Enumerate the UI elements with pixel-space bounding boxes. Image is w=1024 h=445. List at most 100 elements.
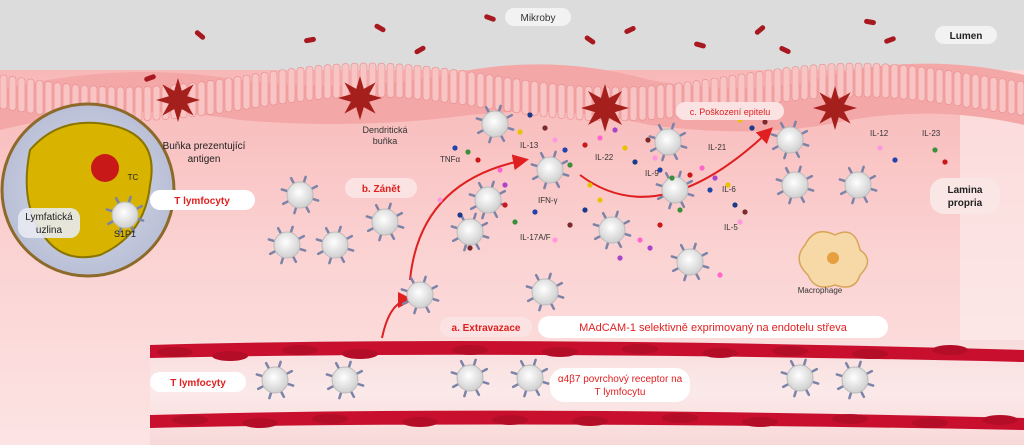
- epithelial-cell: [0, 74, 8, 110]
- t-cell-receptor: [810, 367, 819, 374]
- epithelial-cell: [404, 64, 413, 99]
- epithelial-cell: [134, 86, 143, 122]
- dendritic-cell: [813, 86, 857, 130]
- t-cell-body: [286, 181, 314, 209]
- epithelial-cell: [782, 67, 791, 102]
- t-cell-receptor: [686, 192, 695, 197]
- red-blood-cell: [312, 414, 348, 424]
- t-cell-body: [273, 231, 301, 259]
- microbe: [484, 14, 496, 22]
- t-cell-body: [654, 128, 682, 156]
- cytokine-dot: [567, 222, 573, 228]
- epithelial-cell: [935, 68, 944, 104]
- t-cell-receptor: [324, 226, 331, 235]
- microbe: [414, 45, 426, 55]
- t-cell: [400, 275, 440, 315]
- t-cell-receptor: [792, 120, 797, 129]
- t-cell-body: [481, 110, 509, 138]
- cytokine-dot: [562, 147, 568, 153]
- t-cell-receptor: [345, 234, 354, 241]
- cytokine-dot: [587, 182, 593, 188]
- red-blood-cell: [342, 349, 378, 359]
- poskozeni-pill: [676, 102, 784, 120]
- t-cell: [835, 360, 875, 400]
- t-cell-receptor: [346, 247, 355, 252]
- t-cell-receptor: [285, 369, 294, 376]
- red-blood-cell: [662, 413, 698, 423]
- t-cell-receptor: [540, 367, 549, 374]
- epithelial-cell: [8, 76, 17, 111]
- epithelial-cell: [332, 63, 341, 99]
- microbe: [624, 26, 636, 34]
- microbe: [374, 23, 386, 33]
- t-cell-receptor: [366, 226, 375, 233]
- zanet-pill: [345, 178, 417, 198]
- epithelial-cell: [422, 65, 431, 101]
- epithelial-cell: [143, 86, 152, 121]
- dendriticka-label-2: buňka: [373, 136, 398, 146]
- t-cell-receptor: [692, 242, 697, 251]
- t-cell-receptor: [789, 359, 796, 368]
- cytokine-dot: [512, 219, 518, 225]
- t-cell-receptor: [450, 371, 459, 376]
- s1p1-label: S1P1: [114, 229, 136, 239]
- lymfaticka-label-1: Lymfatická: [25, 212, 73, 223]
- red-blood-cell: [852, 349, 888, 359]
- epithelial-cell: [854, 62, 863, 98]
- t-cells: [105, 104, 878, 400]
- dendritic-cells: [156, 76, 857, 132]
- t-cell-receptor: [106, 219, 115, 226]
- t-cell-receptor: [400, 288, 409, 293]
- cytokine-dot: [657, 167, 663, 173]
- t-cell-receptor: [783, 151, 788, 160]
- epithelial-cell: [314, 65, 323, 100]
- red-blood-cell: [772, 346, 808, 356]
- t-cell: [592, 210, 632, 250]
- t-cell: [525, 272, 565, 312]
- t-cell-receptor: [788, 196, 793, 205]
- a4b7-pill: [550, 368, 690, 402]
- microbe: [194, 30, 206, 40]
- t-cell-receptor: [593, 234, 602, 241]
- t-cell-receptor: [474, 388, 481, 397]
- t-cell-receptor: [779, 121, 786, 130]
- t-cell-body: [841, 366, 869, 394]
- t-cell-receptor: [622, 219, 631, 226]
- t-cell-receptor: [355, 369, 364, 376]
- t-cell-receptor: [286, 382, 295, 387]
- epithelial-cell: [287, 68, 296, 103]
- epithelial-cell: [521, 79, 530, 115]
- t-cell-receptor: [679, 200, 686, 209]
- t-cell-receptor: [315, 238, 324, 243]
- cytokine-il13: IL-13: [520, 141, 539, 150]
- t-cell-receptor: [780, 371, 789, 376]
- epithelial-cell: [539, 82, 548, 117]
- t-cell-receptor: [838, 178, 847, 183]
- t-cell-receptor: [860, 165, 865, 174]
- t-cell-body: [661, 176, 689, 204]
- microbe: [144, 74, 156, 82]
- t-cell-receptor: [450, 225, 459, 230]
- zanet-label: b. Zánět: [362, 184, 401, 195]
- epithelial-cell: [152, 85, 161, 121]
- cytokine-dot: [707, 187, 713, 193]
- red-blood-cell: [157, 347, 193, 357]
- epithelial-cell: [305, 66, 314, 101]
- cytokine-dot: [742, 209, 748, 215]
- t-cell-receptor: [770, 133, 779, 138]
- t-cell-receptor: [338, 391, 343, 400]
- t-cell-receptor: [474, 242, 481, 251]
- t-cell-body: [786, 364, 814, 392]
- t-cell-receptor: [531, 174, 540, 181]
- t-cell-receptor: [431, 297, 440, 302]
- t-cell-receptor: [799, 195, 806, 204]
- lymph-node: [0, 102, 176, 278]
- t-cell-receptor: [526, 296, 535, 303]
- t-cell-receptor: [477, 181, 484, 190]
- t-cell-receptor: [484, 105, 491, 114]
- t-cell-receptor: [302, 175, 307, 184]
- t-cell-body: [531, 278, 559, 306]
- t-cell-receptor: [670, 255, 679, 260]
- t-cell-body: [474, 186, 502, 214]
